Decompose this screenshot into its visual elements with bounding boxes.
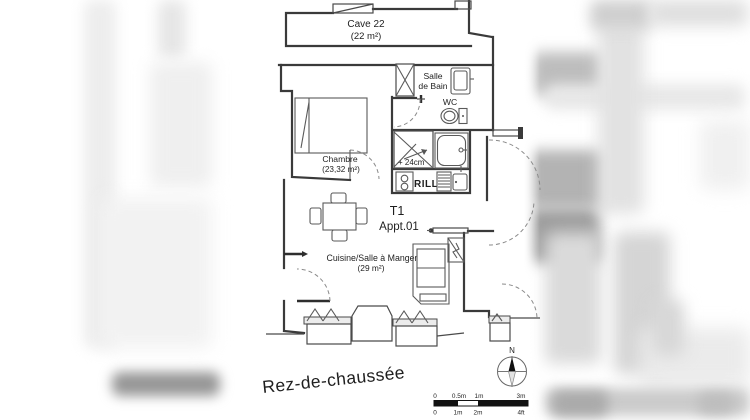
scale-feet-3: 4ft	[517, 410, 524, 417]
exterior-ground-line	[266, 317, 540, 337]
compass-north-label: N	[509, 346, 515, 355]
window-bay-right	[488, 313, 511, 342]
blur-shape	[150, 62, 212, 187]
window-bay-1	[303, 308, 352, 345]
shower-icon	[434, 132, 469, 169]
scale-metric-0: 0	[433, 393, 437, 400]
window-bay-2	[392, 310, 438, 347]
scale-metric-2: 1m	[475, 393, 484, 400]
apartment-type: T1	[390, 204, 405, 218]
scale-metric-1: 0.5m	[452, 393, 466, 400]
stove-icon	[395, 171, 414, 192]
blur-shape	[528, 150, 606, 208]
wc: WC	[440, 97, 468, 125]
blur-shape	[598, 24, 644, 214]
sink-icon	[450, 67, 474, 95]
blur-shape	[698, 393, 734, 414]
blur-shape	[590, 0, 652, 30]
compass-icon: N	[497, 346, 527, 387]
kitchen-label: RILL	[414, 179, 438, 190]
scale-bar: 0 0.5m 1m 3m 0 1m 2m 4ft	[433, 393, 529, 417]
fridge-icon	[436, 171, 452, 192]
door-swing-arcs	[488, 139, 541, 319]
wall-protrusion	[492, 129, 521, 137]
window-icon	[454, 0, 472, 10]
exterior-sill	[306, 323, 352, 345]
blur-shape	[100, 198, 212, 348]
door-jamb	[518, 127, 523, 139]
blur-shape	[545, 232, 601, 364]
scale-feet-2: 2m	[474, 410, 483, 417]
apartment-walls	[277, 35, 523, 335]
electrical-panel-icon	[447, 237, 465, 263]
casement-icon	[306, 308, 340, 322]
room-label-chambre: Chambre	[322, 154, 358, 164]
door-arc	[393, 98, 421, 128]
toilet-icon	[440, 107, 468, 125]
bathroom: Salle de Bain	[393, 67, 474, 128]
scale-feet-1: 1m	[454, 410, 463, 417]
dining-table-icon	[309, 192, 368, 242]
step-height-label: + 24cm	[398, 158, 425, 167]
blur-shape	[545, 84, 745, 110]
room-area-cave: (22 m²)	[351, 31, 382, 42]
casement-icon	[491, 313, 503, 322]
casement-icon	[395, 310, 429, 324]
kitchen-sink-icon	[452, 166, 468, 191]
apartment-name: Appt.01	[379, 221, 419, 233]
door-arc	[349, 149, 380, 180]
exterior-sill	[489, 322, 511, 342]
room-label-cuisine: Cuisine/Salle à Manger	[327, 253, 418, 263]
blur-shape	[552, 391, 608, 416]
ventilation-shaft-icon	[395, 63, 415, 97]
living-room: T1 Appt.01 Cuisine/Salle à Manger (29 m²…	[296, 192, 469, 305]
step-area: + 24cm	[393, 130, 434, 169]
kitchen-counter: RILL	[395, 166, 468, 192]
room-area-chambre: (23,32 m²)	[322, 165, 360, 174]
room-label-wc: WC	[443, 97, 457, 107]
plan-paper	[240, 0, 540, 420]
wall-fixture-tip	[302, 251, 308, 257]
left-door	[296, 268, 331, 303]
window-sill	[392, 318, 438, 327]
window-pier	[351, 305, 393, 342]
blur-text-smudge	[112, 372, 220, 396]
scale-metric-3: 3m	[517, 393, 526, 400]
floor-title: Rez-de-chaussée	[261, 362, 405, 397]
window-sill	[303, 316, 352, 325]
exterior-sill	[395, 325, 438, 347]
window-icon	[332, 3, 374, 14]
scale-feet-0: 0	[433, 410, 437, 417]
sofa-icon	[412, 243, 450, 305]
blur-shape	[700, 120, 750, 190]
blur-shape	[652, 300, 684, 356]
room-label-cave: Cave 22	[347, 19, 385, 30]
bed-icon	[294, 97, 368, 154]
room-label-salle-de-bain-1: Salle	[423, 71, 442, 81]
room-area-cuisine: (29 m²)	[358, 263, 385, 273]
arrow-tip	[421, 149, 427, 155]
blur-shape	[158, 0, 186, 58]
cave-room: Cave 22 (22 m²)	[284, 0, 494, 48]
bedroom: Chambre (23,32 m²)	[294, 97, 380, 180]
blur-shape	[648, 0, 748, 26]
entry-door-icon	[427, 227, 469, 234]
room-label-salle-de-bain-2: de Bain	[418, 81, 447, 91]
